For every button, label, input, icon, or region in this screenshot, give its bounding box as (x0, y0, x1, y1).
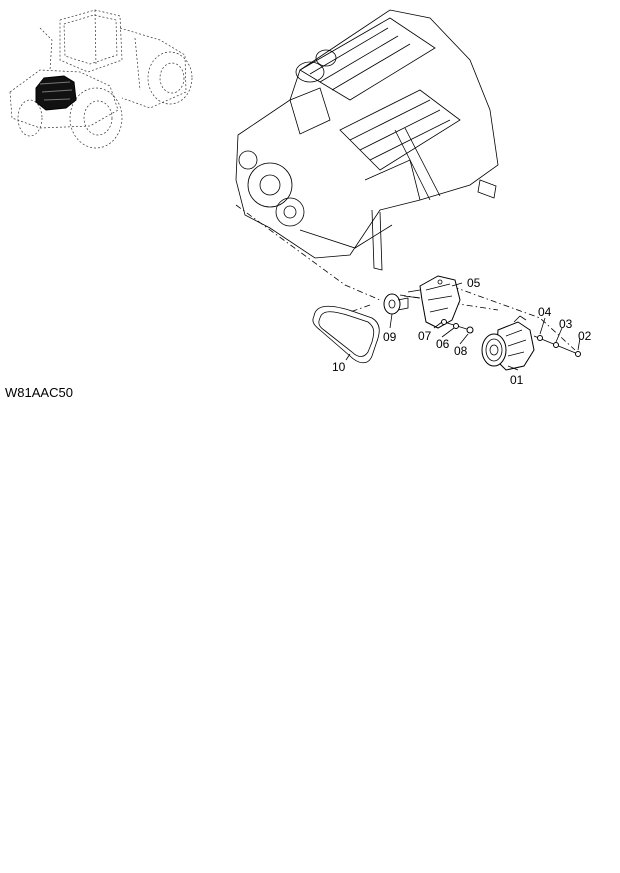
callout-labels: 05 04 03 02 09 07 06 08 10 01 (332, 276, 592, 387)
callout-01: 01 (510, 373, 524, 387)
callout-leaders (345, 282, 581, 371)
v-belt-icon (312, 305, 380, 364)
bolt-set-icon (441, 319, 474, 334)
wheel-loader-locator-icon (9, 9, 193, 149)
callout-06: 06 (436, 337, 450, 351)
callout-02: 02 (578, 329, 592, 343)
callout-07: 07 (418, 329, 432, 343)
callout-03: 03 (559, 317, 573, 331)
figure-code: W81AAC50 (5, 385, 73, 400)
mounting-bolt-icon (533, 335, 581, 357)
idler-pulley-icon (383, 293, 409, 315)
callout-05: 05 (467, 276, 481, 290)
callout-08: 08 (454, 344, 468, 358)
ac-compressor-icon (481, 315, 535, 371)
engine-assembly-icon (235, 9, 499, 271)
callout-10: 10 (332, 360, 346, 374)
callout-09: 09 (383, 330, 397, 344)
callout-04: 04 (538, 305, 552, 319)
bracket-icon (403, 275, 461, 329)
